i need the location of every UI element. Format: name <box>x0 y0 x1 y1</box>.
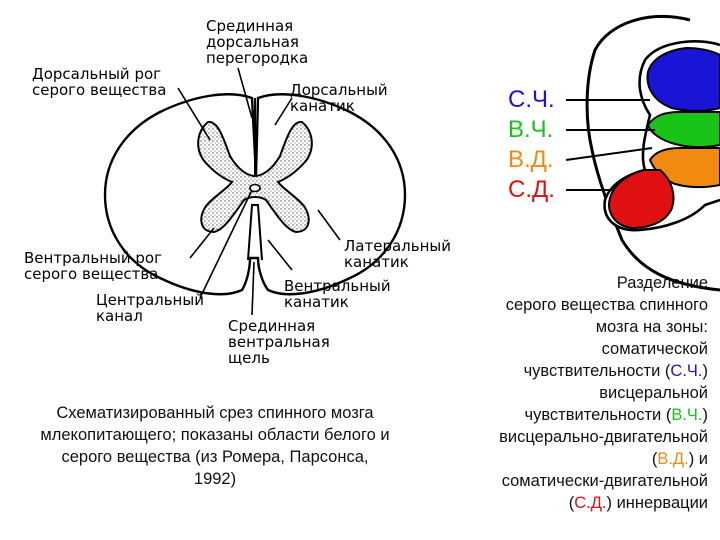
caption-right-line: Разделение <box>616 274 708 292</box>
caption-text: ) <box>702 362 709 380</box>
caption-right-line: соматической <box>601 340 708 358</box>
caption-right-line: висцеральной <box>599 384 708 402</box>
caption-left: Схематизированный срез спинного мозга мл… <box>40 404 390 488</box>
zone-code-sc: С.Ч. <box>508 86 555 113</box>
zone-motor-somatic <box>608 169 675 230</box>
caption-code-vc: В.Ч. <box>671 406 703 424</box>
leader-lines <box>177 67 341 316</box>
caption-text: ( <box>568 494 575 512</box>
zone-code-sd: С.Д. <box>508 176 555 203</box>
caption-code-sd: С.Д. <box>574 494 607 512</box>
zone-code-vc: В.Ч. <box>508 116 554 143</box>
label-dorsal-funiculus: Дорсальный канатик <box>290 81 388 115</box>
caption-right-line: (В.Д.) и <box>499 448 708 470</box>
caption-right: Разделение серого вещества спинного мозг… <box>499 272 708 514</box>
grey-matter <box>197 120 313 234</box>
label-dorsal-horn: Дорсальный рог серого вещества <box>32 65 167 99</box>
label-lateral-funiculus: Латеральный канатик <box>344 237 451 271</box>
caption-text: ( <box>651 450 658 468</box>
caption-text: ) и <box>688 450 708 468</box>
zone-cord-outline <box>585 15 720 292</box>
label-central-canal: Центральный канал <box>96 291 204 325</box>
label-median-ventral-fissure: Срединная вентральная щель <box>228 317 330 367</box>
label-median-dorsal-septum: Срединная дорсальная перегородка <box>206 17 309 67</box>
caption-right-line: мозга на зоны: <box>595 318 708 336</box>
caption-text: чувствительности ( <box>523 362 671 380</box>
label-ventral-horn: Вентральный рог серого вещества <box>24 249 162 283</box>
caption-code-vd: В.Д. <box>657 450 689 468</box>
caption-right-line: чувствительности (В.Ч.) <box>499 404 708 426</box>
caption-right-line: чувствительности (С.Ч.) <box>499 360 708 382</box>
caption-right-line: соматически-двигательной <box>501 472 708 490</box>
zone-sensory-somatic <box>646 46 720 112</box>
label-ventral-funiculus: Вентральный канатик <box>284 277 391 311</box>
ventral-fissure <box>247 204 263 261</box>
caption-text: ) иннервации <box>606 494 708 512</box>
caption-text: ) <box>702 406 709 424</box>
central-canal <box>249 183 261 193</box>
caption-code-sc: С.Ч. <box>670 362 703 380</box>
caption-text: чувствительности ( <box>524 406 672 424</box>
zone-code-vd: В.Д. <box>508 146 554 173</box>
caption-right-line: висцерально-двигательной <box>499 428 708 446</box>
zone-leader-lines <box>565 99 655 191</box>
caption-right-line: (С.Д.) иннервации <box>499 492 708 514</box>
caption-right-line: серого вещества спинного <box>505 296 708 314</box>
